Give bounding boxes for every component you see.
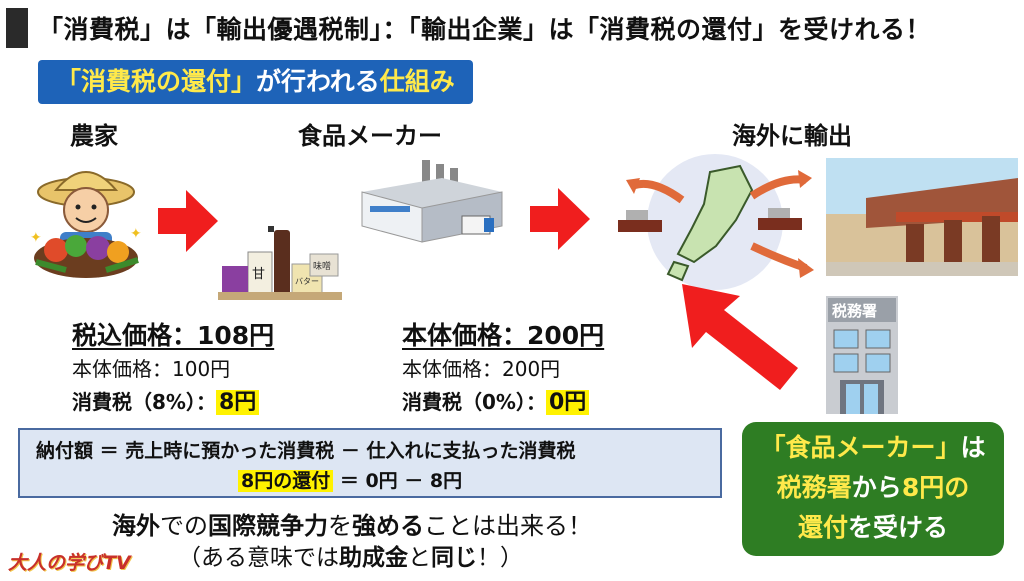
maker-base-price: 本体価格：200円 <box>402 357 561 381</box>
maker-tax-value: 0円 <box>545 390 590 415</box>
callout-line-3: 還付を受ける <box>742 508 1004 548</box>
svg-text:✦: ✦ <box>30 230 42 246</box>
title-accent-bar <box>6 8 28 48</box>
storefront-illustration <box>826 158 1018 276</box>
conclusion-text: と <box>408 545 431 571</box>
callout-refund: 還付 <box>797 513 848 542</box>
refund-arrow-icon <box>682 284 798 390</box>
tax-office-building: 税務署 <box>826 296 898 414</box>
formula-box: 納付額 ＝ 売上時に預かった消費税 － 仕入れに支払った消費税 8円の還付 ＝ … <box>18 428 722 498</box>
maker-tax-label: 消費税（0%）： <box>402 390 546 414</box>
callout-tax-office: 税務署 <box>776 473 852 502</box>
svg-text:✦: ✦ <box>130 226 142 242</box>
farmer-label: 農家 <box>70 122 118 150</box>
export-map-illustration <box>618 154 814 290</box>
farmer-price-heading: 税込価格：108円 <box>72 321 275 350</box>
formula-line-2: 8円の還付 ＝ 0円 － 8円 <box>238 466 462 493</box>
subtitle-banner: 「消費税の還付」が行われる仕組み <box>38 60 473 104</box>
maker-price-heading: 本体価格：200円 <box>402 321 605 350</box>
factory-illustration <box>361 160 503 243</box>
arrow-right-icon <box>530 188 590 250</box>
conclusion-text: 助成金 <box>339 545 408 571</box>
maker-tax-line: 消費税（0%）：0円 <box>402 384 590 416</box>
callout-maker: 「食品メーカー」 <box>760 433 961 462</box>
subtitle-highlight: 「消費税の還付」 <box>56 67 257 96</box>
callout-line-1: 「食品メーカー」は <box>742 428 1004 468</box>
conclusion-text: ことは出来る！ <box>424 512 592 540</box>
conclusion-text: ！） <box>477 545 523 571</box>
conclusion-text: 海外 <box>112 512 160 540</box>
farmer-base-price: 本体価格：100円 <box>72 357 231 381</box>
product-label-butter: バター <box>295 277 319 286</box>
conclusion-text: を <box>328 512 352 540</box>
subtitle-end: 仕組み <box>379 67 455 96</box>
formula-refund: 8円の還付 <box>238 470 334 492</box>
subtitle-mid: が行われる <box>256 67 380 96</box>
conclusion-text: での <box>160 512 208 540</box>
conclusion-line-2: （ある意味では助成金と同じ！） <box>178 538 523 572</box>
farmer-tax-value: 8円 <box>215 390 260 415</box>
food-products-illustration: 甘 バター 味噌 <box>218 226 342 300</box>
conclusion-text: 強める <box>352 512 424 540</box>
title-bar: 「消費税」は「輸出優遇税制」：「輸出企業」は「消費税の還付」を受けれる！ <box>0 0 1024 56</box>
formula-line-1: 納付額 ＝ 売上時に預かった消費税 － 仕入れに支払った消費税 <box>36 440 576 462</box>
callout-text: は <box>960 433 986 462</box>
callout-text: を受ける <box>848 513 949 542</box>
channel-logo: 大人の学びTV <box>8 552 131 574</box>
conclusion-text: （ある意味では <box>178 545 339 571</box>
callout-text: から <box>851 473 902 502</box>
conclusion-text: 国際競争力 <box>208 512 328 540</box>
formula-rest: ＝ 0円 － 8円 <box>333 470 463 492</box>
farmer-tax-line: 消費税（8%）：8円 <box>72 384 260 416</box>
refund-callout: 「食品メーカー」は 税務署から8円の 還付を受ける <box>742 422 1004 556</box>
tax-office-sign: 税務署 <box>832 302 877 320</box>
callout-line-2: 税務署から8円の <box>742 468 1004 508</box>
product-label-miso: 味噌 <box>313 260 331 272</box>
product-label-sweet: 甘 <box>252 267 265 282</box>
maker-label: 食品メーカー <box>298 122 442 150</box>
export-label: 海外に輸出 <box>732 122 852 150</box>
callout-amount: 8円の <box>901 473 970 502</box>
farmer-tax-label: 消費税（8%）： <box>72 390 216 414</box>
page-title: 「消費税」は「輸出優遇税制」：「輸出企業」は「消費税の還付」を受けれる！ <box>38 15 932 44</box>
conclusion-text: 同じ <box>431 545 477 571</box>
arrow-right-icon <box>158 190 218 252</box>
conclusion-line-1: 海外での国際競争力を強めることは出来る！ <box>112 506 592 541</box>
farmer-illustration: ✦ ✦ <box>30 171 142 278</box>
